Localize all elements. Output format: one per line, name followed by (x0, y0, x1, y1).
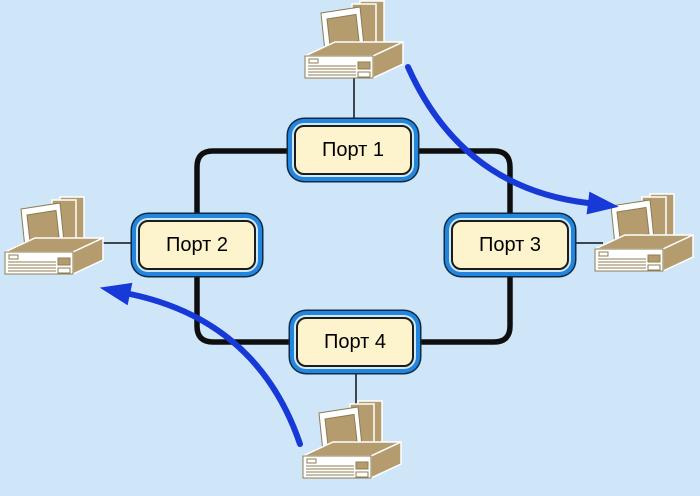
desktop-computer-icon (304, 0, 404, 79)
flow-arrow-icon (405, 64, 619, 215)
port-2-label: Порт 2 (165, 233, 229, 256)
ring-link-port2-port4 (194, 274, 293, 345)
port-1-label: Порт 1 (321, 138, 385, 161)
ring-link-port2-port1 (194, 148, 291, 216)
port-2-node: Порт 2 (138, 220, 256, 270)
flow-arrow-icon (99, 282, 303, 447)
port-4-label: Порт 4 (323, 330, 387, 353)
port-4-node: Порт 4 (296, 317, 414, 367)
ring-links (194, 148, 513, 345)
desktop-computer-icon (302, 400, 402, 479)
port-1-node: Порт 1 (294, 125, 412, 175)
port-3-label: Порт 3 (478, 233, 542, 256)
ring-link-port3-port4 (417, 274, 513, 345)
ring-link-port1-port3 (416, 148, 513, 216)
port-3-node: Порт 3 (451, 220, 569, 270)
desktop-computer-icon (4, 196, 104, 275)
